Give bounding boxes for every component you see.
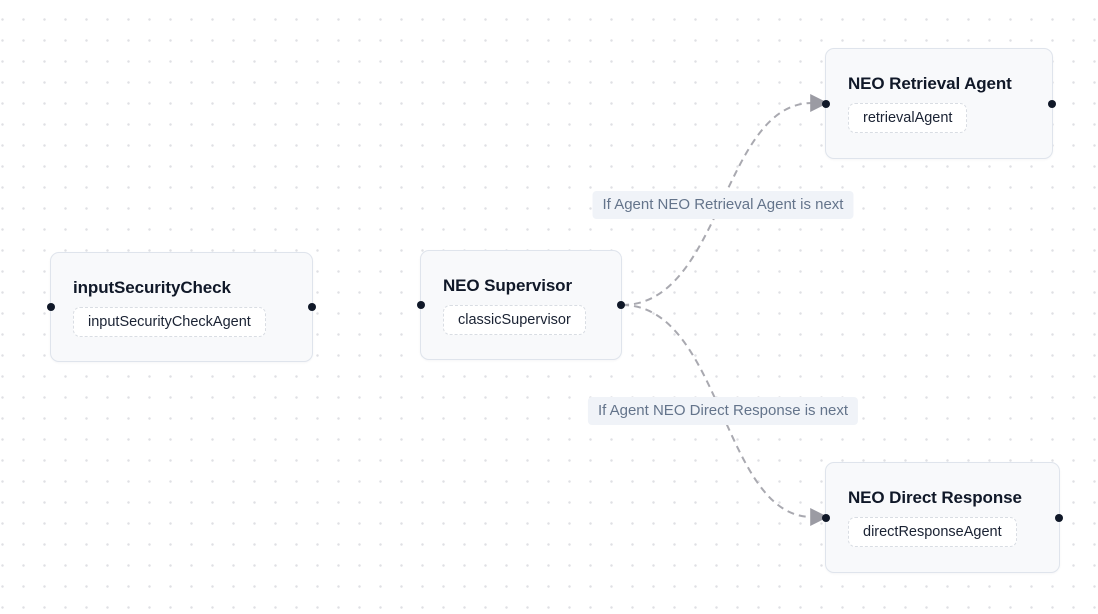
target-handle-icon[interactable] [47,303,55,311]
source-handle-icon[interactable] [1055,513,1063,522]
target-handle-icon[interactable] [822,99,830,108]
agent-chip: retrievalAgent [848,103,968,133]
agent-chip: inputSecurityCheckAgent [73,306,266,337]
source-handle-icon[interactable] [308,303,316,311]
source-handle-icon[interactable] [1048,99,1056,108]
agent-chip: classicSupervisor [443,304,586,335]
node-neo-retrieval-agent[interactable]: NEO Retrieval Agent retrievalAgent [822,48,1056,159]
source-handle-icon[interactable] [617,301,625,309]
edge-condition-label-retrieval[interactable]: If Agent NEO Retrieval Agent is next [592,191,854,219]
target-handle-icon[interactable] [822,513,830,522]
node-title: inputSecurityCheck [73,277,231,297]
node-title: NEO Retrieval Agent [848,74,1012,93]
edge-condition-label-direct[interactable]: If Agent NEO Direct Response is next [587,397,859,425]
node-neo-direct-response[interactable]: NEO Direct Response directResponseAgent [822,462,1063,573]
target-handle-icon[interactable] [417,301,425,309]
node-title: NEO Direct Response [848,488,1022,507]
node-title: NEO Supervisor [443,275,572,295]
agent-chip: directResponseAgent [848,517,1017,547]
node-neo-supervisor[interactable]: NEO Supervisor classicSupervisor [417,250,625,360]
edge-supervisor-to-direct[interactable] [621,304,829,526]
node-input-security-check[interactable]: inputSecurityCheck inputSecurityCheckAge… [47,252,316,362]
